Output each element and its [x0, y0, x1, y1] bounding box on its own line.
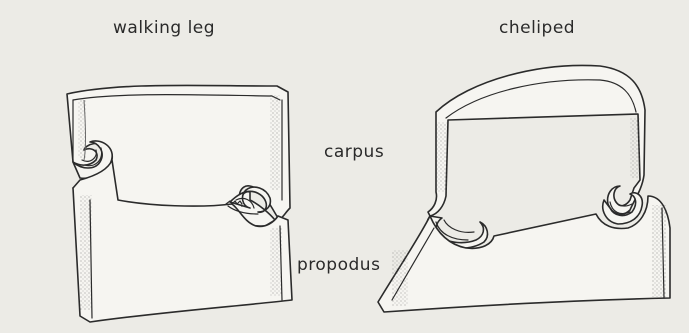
walking-leg-label: walking leg	[113, 18, 215, 38]
cheliped-carpus-segment	[428, 65, 645, 216]
carpus-label: carpus	[324, 142, 384, 162]
walking-leg-drawing	[67, 85, 292, 322]
propodus-label: propodus	[297, 255, 380, 275]
cheliped-drawing	[378, 65, 670, 312]
cheliped-label: cheliped	[499, 18, 575, 38]
